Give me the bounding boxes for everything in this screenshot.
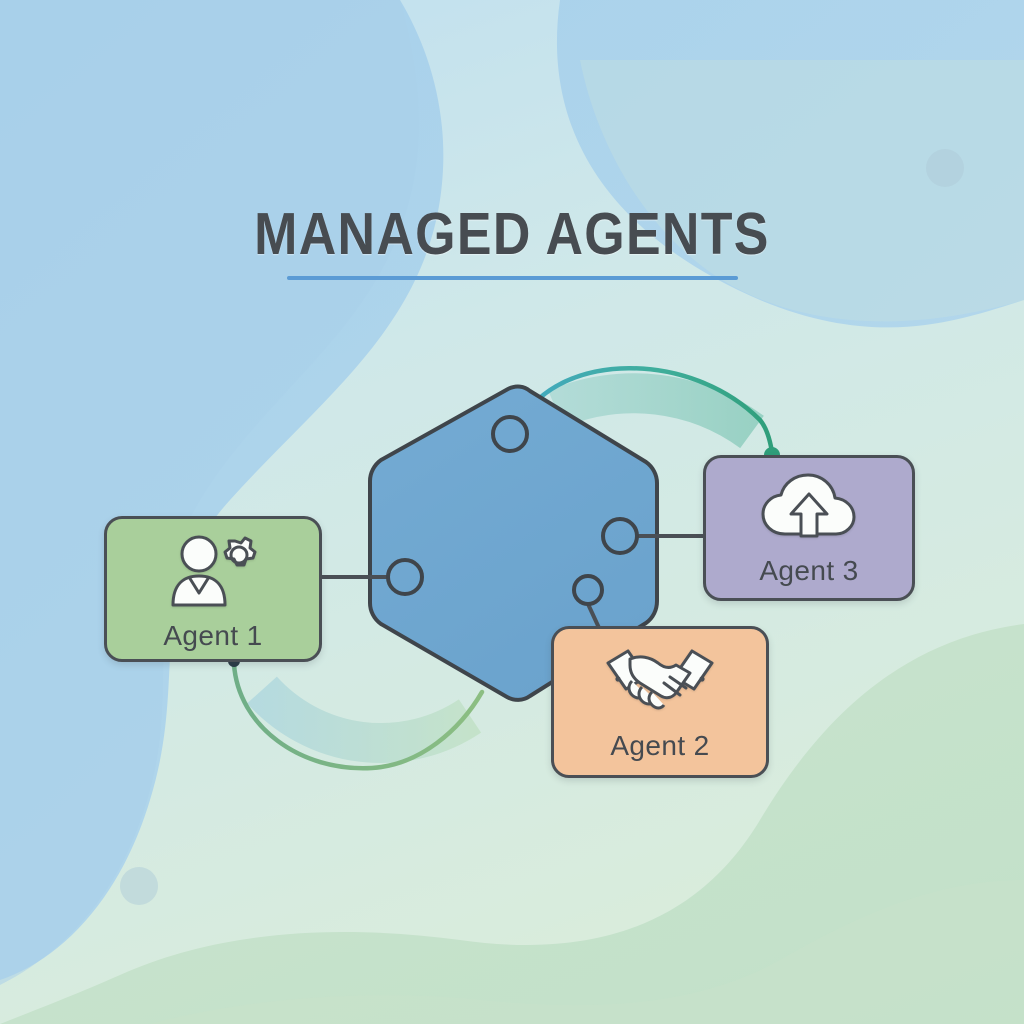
title-underline	[286, 275, 738, 280]
handshake-icon	[602, 643, 718, 720]
node-label-agent-2: Agent 2	[610, 730, 710, 761]
page-title-block: MANAGED AGENTS	[0, 201, 1024, 280]
background-blob-green-2	[150, 880, 1024, 1024]
page-title: MANAGED AGENTS	[254, 201, 770, 267]
arc-agent1-hub[interactable]	[231, 661, 485, 771]
connector-hub-agent2[interactable]	[586, 603, 602, 631]
port-right[interactable]	[601, 517, 639, 555]
node-label-agent-1: Agent 1	[163, 620, 263, 651]
user-gear-icon	[165, 533, 261, 614]
node-agent-3[interactable]: Agent 3	[703, 455, 915, 601]
background-wave-teal	[580, 60, 1024, 322]
background-blob-green	[0, 624, 1024, 1024]
node-agent-2[interactable]: Agent 2	[551, 626, 769, 778]
node-agent-1[interactable]: Agent 1	[104, 516, 322, 662]
arc-band-agent1-hub	[247, 676, 482, 764]
cloud-upload-icon	[759, 472, 859, 545]
arc-hub-agent3[interactable]	[519, 366, 775, 455]
node-label-agent-3: Agent 3	[759, 555, 859, 586]
arc-band-hub-agent3	[548, 373, 764, 449]
port-left[interactable]	[386, 558, 424, 596]
decor-circle-bottom-left	[120, 867, 158, 905]
central-hexagon[interactable]	[368, 384, 659, 702]
port-bottom[interactable]	[572, 574, 604, 606]
background-blob-blue-2	[0, 0, 419, 985]
port-top[interactable]	[491, 415, 529, 453]
decor-circle-top-right	[926, 149, 964, 187]
